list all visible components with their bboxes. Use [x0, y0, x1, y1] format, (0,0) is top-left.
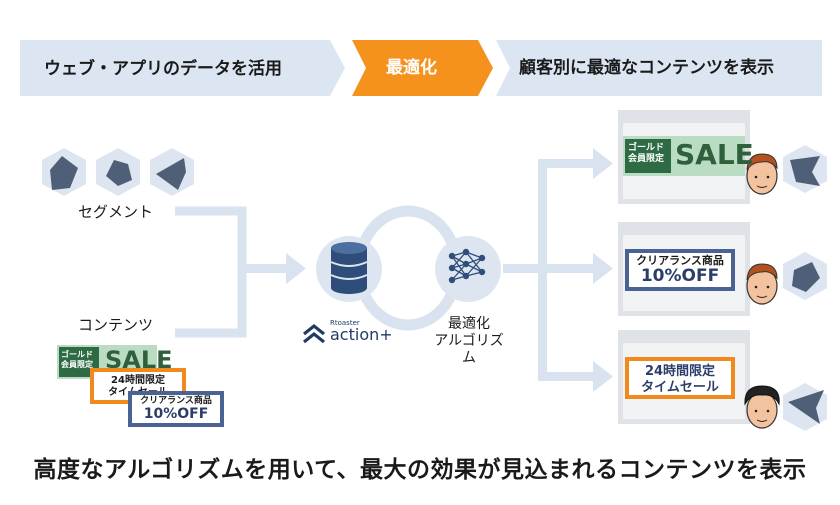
output-timesale-line2: タイムセール [641, 379, 719, 395]
content-timesale-line1: 24時間限定 [111, 375, 165, 386]
output-clearance-line1: クリアランス商品 [636, 254, 724, 267]
step2-label: 最適化 [386, 58, 437, 78]
output-card-clearance: クリアランス商品 10%OFF [625, 249, 735, 291]
brand-main: action+ [330, 325, 393, 344]
segment-hex-2 [96, 148, 140, 196]
output-hex-2 [783, 252, 827, 300]
content-clearance-line2: 10%OFF [143, 405, 209, 422]
avatar-3 [744, 385, 780, 429]
output-hex-3 [783, 383, 827, 431]
step3-chevron [496, 40, 822, 96]
merge-arrow-head [286, 253, 306, 284]
content-sale-small-2: 会員限定 [61, 359, 93, 369]
output-card-sale: ゴールド 会員限定 SALE [623, 136, 754, 176]
segment-hex-1 [42, 148, 86, 196]
branch-arrow-bottom [593, 361, 613, 392]
branch-arrow-mid [593, 253, 613, 284]
output-timesale-line1: 24時間限定 [644, 364, 716, 379]
content-clearance-line1: クリアランス商品 [140, 396, 212, 406]
step1-label: ウェブ・アプリのデータを活用 [44, 59, 282, 79]
step1-chevron [20, 40, 345, 96]
algorithm-label-line1: 最適化 [448, 316, 490, 332]
merge-line [175, 206, 247, 338]
branch-stem [503, 264, 543, 273]
merge-arrow-shaft [242, 264, 287, 273]
algorithm-label: 最適化 アルゴリズム [430, 316, 508, 366]
output-sale-big: SALE [675, 138, 754, 171]
segment-label: セグメント [78, 203, 154, 221]
content-label: コンテンツ [78, 316, 154, 334]
neural-network-icon [448, 248, 486, 284]
output-hex-1 [783, 145, 827, 193]
content-card-sale: ゴールド 会員限定 SALE [57, 345, 173, 379]
output-clearance-line2: 10%OFF [640, 266, 720, 287]
rtoaster-logo-icon [303, 323, 325, 344]
algorithm-label-line2: アルゴリズム [434, 332, 504, 366]
content-sale-small-1: ゴールド [61, 350, 93, 359]
content-card-clearance: クリアランス商品 10%OFF [128, 391, 224, 427]
output-sale-small-2: 会員限定 [628, 154, 665, 165]
branch-arrow-top [593, 148, 613, 179]
step2-chevron [352, 40, 493, 96]
segment-hex-3 [150, 148, 194, 196]
algorithm-circle [435, 236, 501, 302]
step3-label: 顧客別に最適なコンテンツを表示 [519, 58, 774, 78]
database-icon [330, 242, 368, 294]
avatar-1 [746, 153, 778, 195]
avatar-2 [746, 263, 778, 305]
brand-small: Rtoaster [330, 319, 360, 327]
output-card-timesale: 24時間限定 タイムセール [625, 357, 735, 399]
bottom-caption: 高度なアルゴリズムを用いて、最大の効果が見込まれるコンテンツを表示 [33, 457, 807, 483]
output-sale-small-1: ゴールド [628, 143, 665, 153]
